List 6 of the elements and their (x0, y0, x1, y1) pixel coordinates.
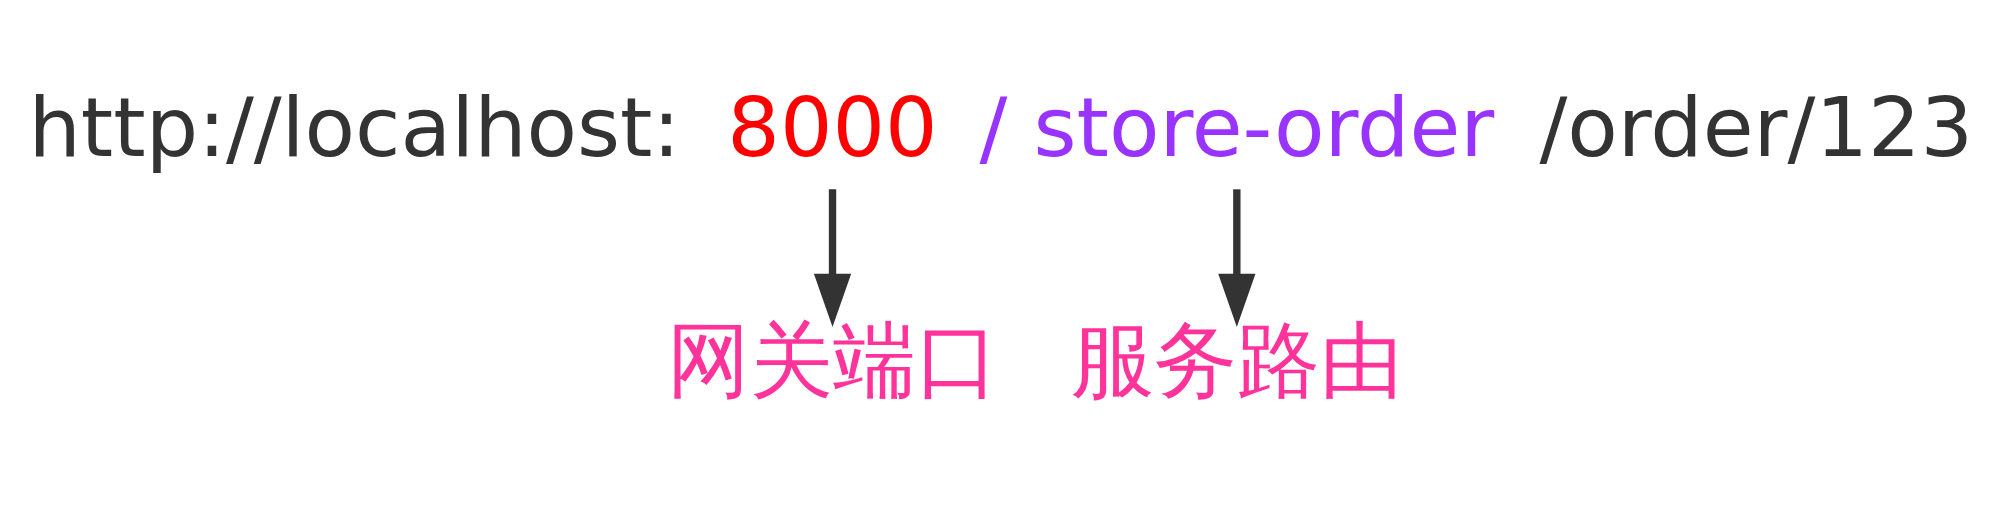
node-text: 8000 (727, 79, 938, 176)
node-text: 服务路由 (1070, 312, 1403, 409)
node-text: http://localhost: (28, 79, 681, 176)
node-text: / store-order (979, 79, 1495, 176)
node-text: 网关端口 (666, 312, 999, 409)
node-text: /order/123 (1539, 79, 1974, 176)
